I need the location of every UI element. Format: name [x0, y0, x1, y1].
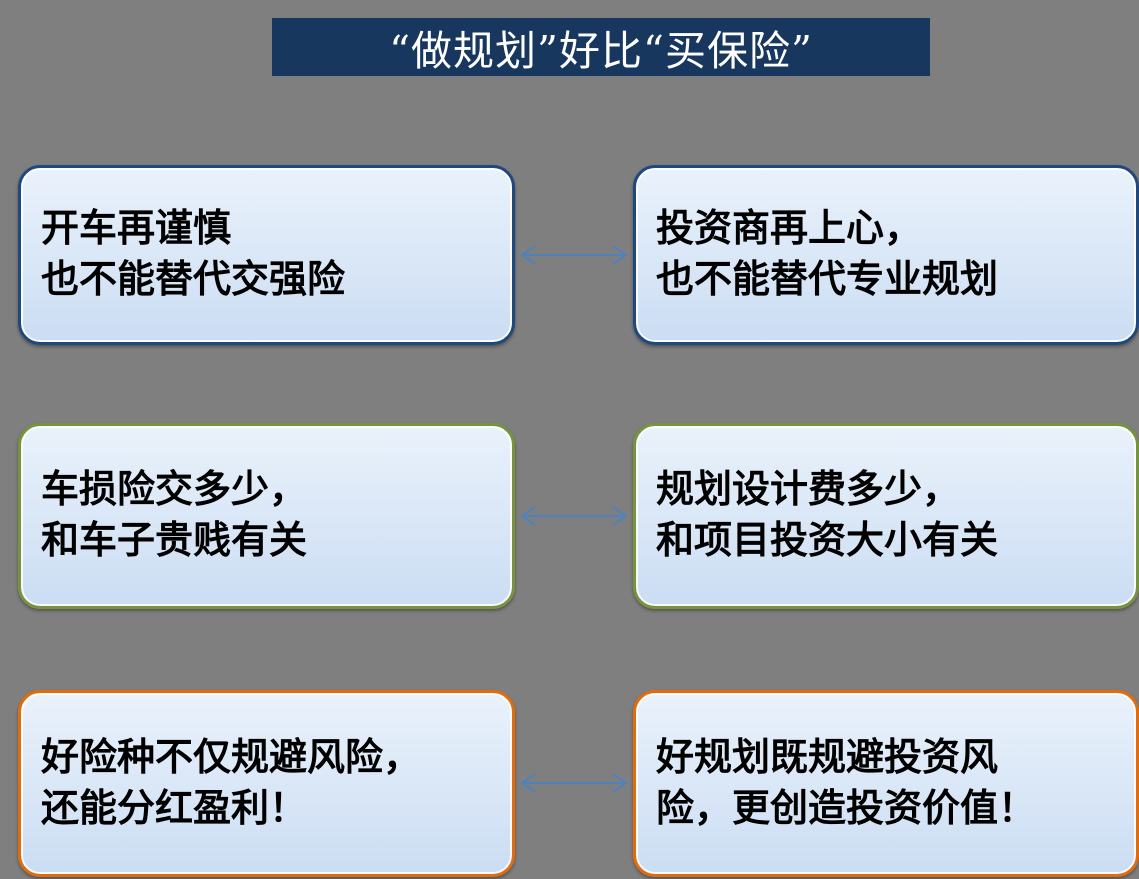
box-planning-fee: 规划设计费多少， 和项目投资大小有关: [633, 423, 1139, 609]
box-text: 好险种不仅规避风险， 还能分红盈利！: [41, 736, 422, 830]
double-arrow-icon: [520, 773, 628, 793]
box-text: 投资商再上心， 也不能替代专业规划: [656, 208, 999, 301]
box-text: 开车再谨慎 也不能替代交强险: [41, 208, 346, 301]
box-good-planning-value: 好规划既规避投资风 险，更创造投资价值！: [633, 690, 1139, 877]
box-text: 好规划既规避投资风 险，更创造投资价值！: [656, 736, 1037, 830]
box-investor-care: 投资商再上心， 也不能替代专业规划: [633, 165, 1139, 345]
double-arrow-icon: [520, 506, 628, 526]
box-text: 车损险交多少， 和车子贵贱有关: [41, 469, 308, 562]
box-driving-caution: 开车再谨慎 也不能替代交强险: [18, 165, 515, 345]
double-arrow-icon: [520, 245, 628, 265]
box-damage-insurance-cost: 车损险交多少， 和车子贵贱有关: [18, 423, 515, 609]
box-good-insurance-benefit: 好险种不仅规避风险， 还能分红盈利！: [18, 690, 515, 877]
slide-title: “做规划”好比“买保险”: [389, 27, 813, 75]
title-bar: “做规划”好比“买保险”: [272, 18, 930, 76]
box-text: 规划设计费多少， 和项目投资大小有关: [656, 469, 999, 562]
